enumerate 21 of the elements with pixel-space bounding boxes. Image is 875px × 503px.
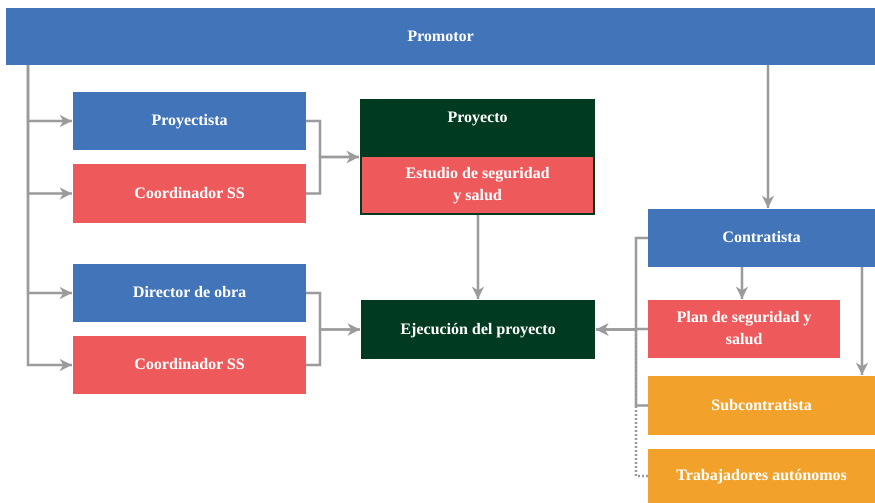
role-box: Subcontratista [648, 376, 875, 435]
role-box: Contratista [648, 209, 875, 267]
arrow [472, 215, 484, 299]
role-box: Coordinador SS [73, 336, 306, 394]
box-heading: Proyecto [447, 108, 508, 128]
role-box: Promotor [6, 8, 875, 65]
arrow [762, 65, 774, 208]
project-box [360, 99, 595, 215]
role-box: Trabajadores autónomos [648, 449, 875, 503]
arrow [306, 323, 360, 366]
arrow [596, 323, 648, 478]
role-box: Director de obra [73, 264, 306, 322]
arrow [856, 267, 868, 375]
role-box: Estudio de seguridad y salud [362, 157, 593, 213]
arrow [736, 267, 748, 299]
role-box: Ejecución del proyecto [361, 300, 595, 359]
role-box: Plan de seguridad y salud [648, 300, 840, 358]
role-box: Proyectista [73, 92, 306, 150]
role-box: Coordinador SS [73, 164, 306, 223]
arrow [306, 150, 359, 195]
arrow [26, 65, 72, 372]
